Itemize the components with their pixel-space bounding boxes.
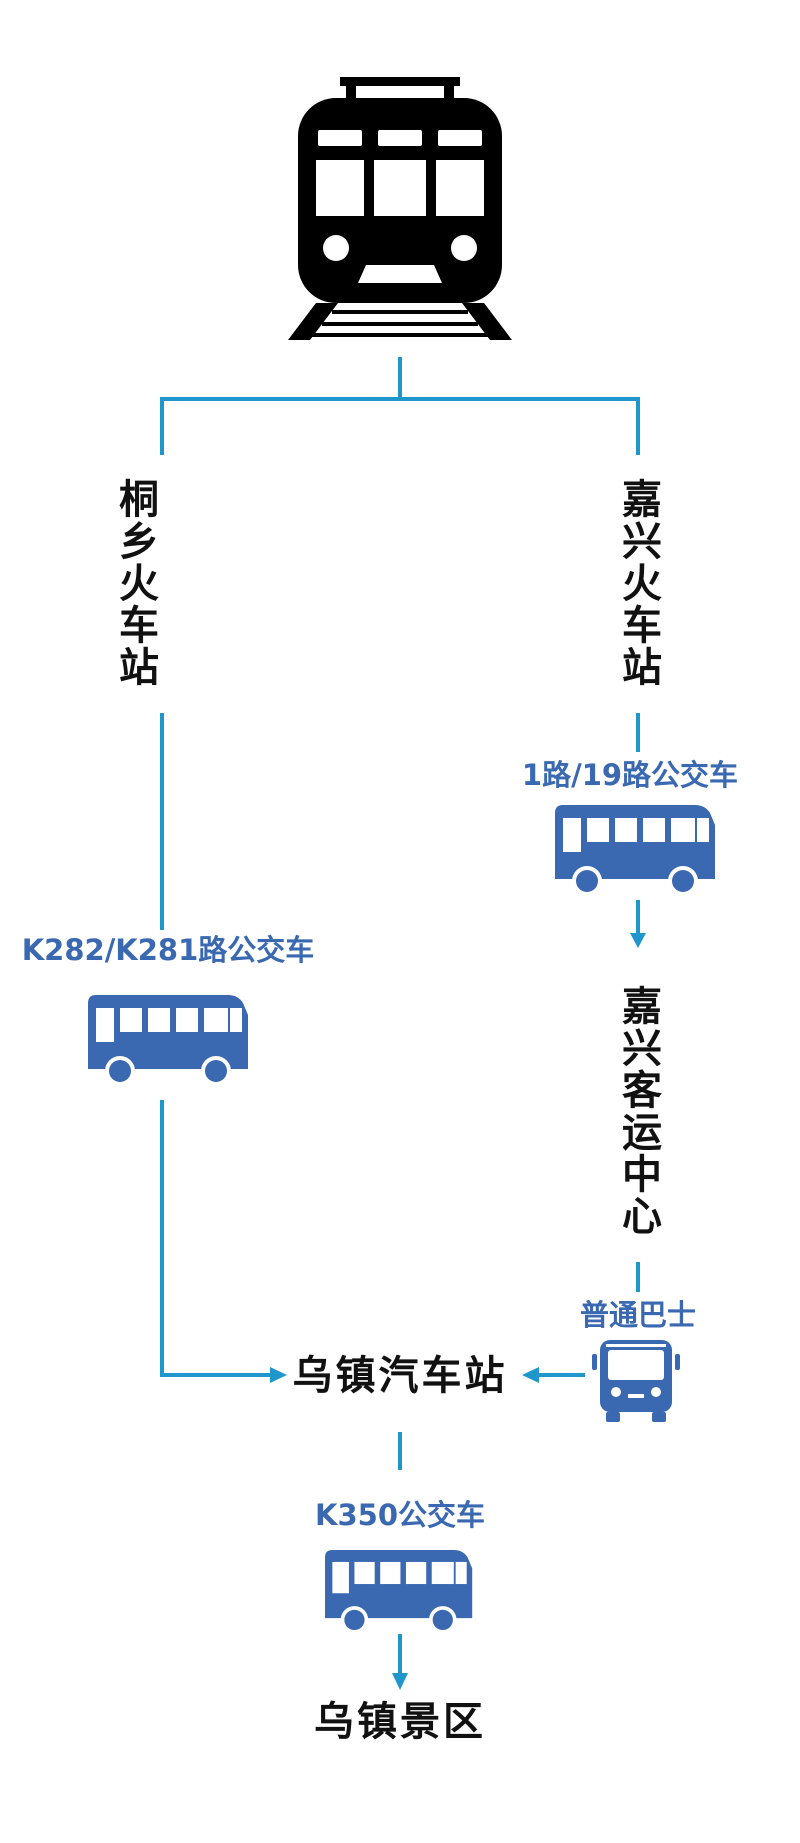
connector-lines xyxy=(160,357,640,1675)
route-bottom-label: K350公交车 xyxy=(315,1498,485,1532)
route-left-label: K282/K281路公交车 xyxy=(22,933,315,967)
station-jiaxing-label: 嘉兴火车站 xyxy=(615,478,662,688)
station-tongxiang-label: 桐乡火车站 xyxy=(112,478,159,688)
bus-icon-bottom xyxy=(325,1550,473,1634)
station-wuzhen-bus-station-label: 乌镇汽车站 xyxy=(293,1353,508,1399)
route-coach-label: 普通巴士 xyxy=(580,1298,696,1332)
coach-bus-icon xyxy=(592,1340,680,1422)
station-wuzhen-scenic-label: 乌镇景区 xyxy=(314,1699,486,1745)
arrowheads xyxy=(270,933,646,1690)
arrow-left-to-wuzhen-station xyxy=(522,1367,539,1383)
route-right-label: 1路/19路公交车 xyxy=(522,758,738,792)
bus-icon-right xyxy=(555,805,715,896)
arrow-down-to-scenic xyxy=(392,1673,408,1690)
arrow-right-to-wuzhen-station xyxy=(270,1367,287,1383)
split-connector xyxy=(160,357,640,455)
arrow-down-to-jiaxing-terminal xyxy=(630,933,646,948)
train-icon xyxy=(288,77,512,340)
left-line xyxy=(160,713,272,1377)
station-jiaxing-terminal-label: 嘉兴客运中心 xyxy=(615,985,662,1237)
bus-icon-left xyxy=(88,995,248,1086)
